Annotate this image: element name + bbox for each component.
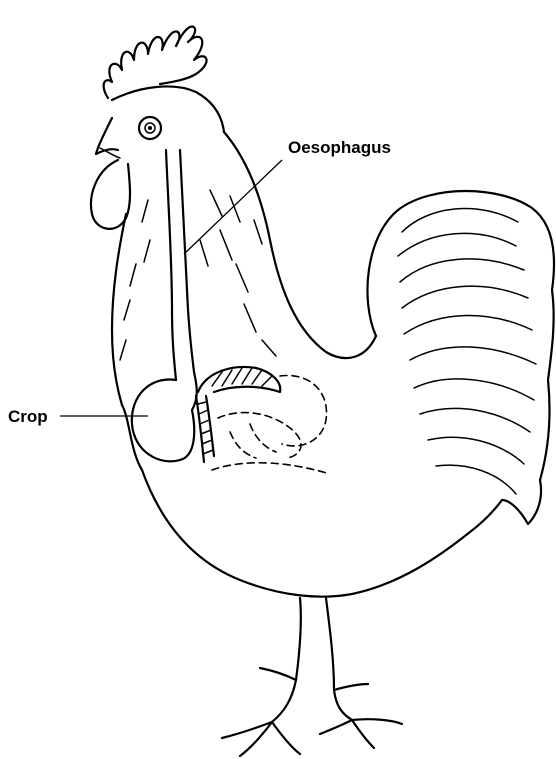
tail-outline <box>367 191 554 524</box>
leg-left <box>272 598 301 722</box>
organ-dashed-2 <box>218 413 301 458</box>
foot-right <box>320 719 402 748</box>
oesophagus-tube-right <box>180 150 194 372</box>
oesophagus-leader-line <box>184 160 282 254</box>
tail-feather-lines <box>398 209 536 494</box>
gizzard-tube <box>196 396 214 462</box>
foot-back-toe <box>260 668 368 690</box>
body-outline <box>122 405 502 597</box>
beak <box>96 118 118 154</box>
organ-dashed-3 <box>212 463 330 474</box>
oesophagus-tube-left <box>166 150 176 380</box>
foot-left <box>222 722 300 756</box>
neck-back <box>224 132 376 358</box>
breast-feather-lines <box>120 190 276 360</box>
label-oesophagus: Oesophagus <box>288 138 391 157</box>
organ-dashed-1 <box>280 375 327 445</box>
label-crop: Crop <box>8 407 48 426</box>
crop-pouch <box>132 372 197 461</box>
leg-right <box>326 598 352 720</box>
rooster-head <box>112 86 224 132</box>
eye-pupil <box>148 126 152 130</box>
organ-dashed-4 <box>230 424 276 458</box>
neck-front <box>112 214 126 405</box>
